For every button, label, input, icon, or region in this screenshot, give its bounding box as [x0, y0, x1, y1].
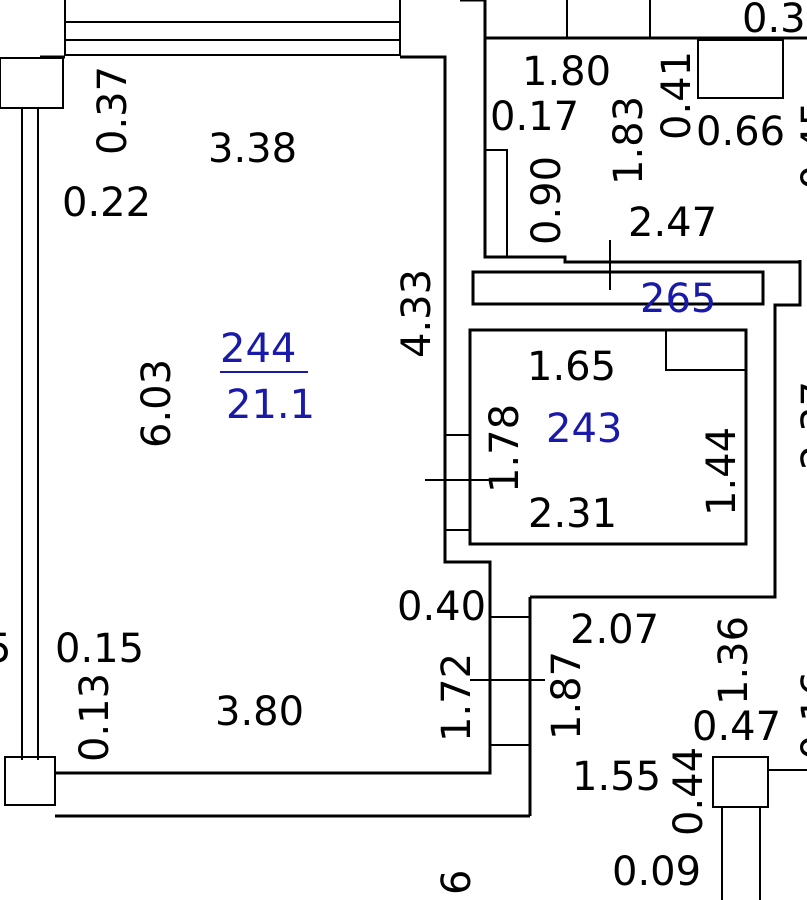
room-265-number: 265	[640, 276, 716, 322]
dim-0-40: 0.40	[397, 584, 486, 630]
dim-0-09: 0.09	[612, 849, 701, 895]
dim-6-03: 6.03	[134, 359, 180, 448]
room-244-number: 244	[220, 326, 296, 372]
corridor-wall	[530, 260, 802, 599]
room-265-wall	[471, 270, 765, 306]
dim-1-83: 1.83	[606, 96, 652, 185]
dim-3-38: 3.38	[208, 126, 297, 172]
dim-0-66: 0.66	[696, 109, 785, 155]
dim-0-22: 0.22	[62, 180, 151, 226]
room-243-fixture	[665, 329, 747, 371]
window-left-vertical	[21, 108, 39, 760]
dim-0-15: 0.15	[55, 626, 144, 672]
dim-1-44: 1.44	[699, 427, 745, 516]
dim-0-41: 0.41	[654, 51, 700, 140]
dim-0-45: 0.45	[794, 101, 807, 190]
wall-stub-top-left	[0, 57, 64, 109]
shaft-left	[484, 149, 508, 258]
room-top-right-wall	[460, 0, 800, 264]
dim-0-47: 0.47	[692, 704, 781, 750]
dim-0-17: 0.17	[490, 94, 579, 140]
dim-1-80: 1.80	[522, 49, 611, 95]
dim-edge-left-mid: 5	[0, 626, 11, 672]
room-243-number: 243	[546, 406, 622, 452]
dim-0-90: 0.90	[524, 156, 570, 245]
dim-1-72: 1.72	[434, 653, 480, 742]
dim-0-37: 0.37	[90, 66, 136, 155]
room-243-wall	[468, 328, 748, 546]
dim-1-36: 1.36	[711, 616, 757, 705]
room-244-wall	[55, 55, 492, 775]
dim-0-3: 0.3	[742, 0, 806, 42]
dim-1-65: 1.65	[527, 344, 616, 390]
dim-2-37: 2.37	[794, 381, 807, 470]
dim-2-31: 2.31	[528, 491, 617, 537]
dim-2-07: 2.07	[570, 607, 659, 653]
dim-0-13: 0.13	[72, 673, 118, 762]
dim-1-55: 1.55	[572, 754, 661, 800]
column-bottom-left	[4, 756, 56, 806]
column-bottom-right	[712, 756, 769, 808]
dim-1-78: 1.78	[482, 404, 528, 493]
dim-edge-bottom: 6	[434, 870, 480, 895]
dim-0-44: 0.44	[666, 747, 712, 836]
dim-2-47: 2.47	[628, 200, 717, 246]
dim-4-33: 4.33	[394, 269, 440, 358]
dim-1-87: 1.87	[544, 651, 590, 740]
window-top-left	[64, 0, 401, 56]
door-opening-lower	[470, 616, 545, 746]
door-opening-243	[425, 434, 490, 531]
dim-3-80: 3.80	[215, 689, 304, 735]
dim-0-16: 0.16	[794, 671, 807, 760]
room-244-area: 21.1	[226, 382, 315, 428]
column-top-right	[697, 39, 784, 99]
